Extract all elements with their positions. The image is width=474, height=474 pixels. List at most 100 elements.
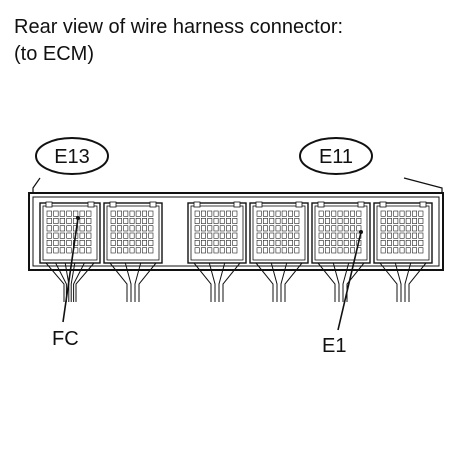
callout-leaders (62, 217, 362, 331)
pin-cavity (66, 218, 72, 224)
pin-cavity (142, 210, 147, 217)
pin-cavity (194, 232, 200, 239)
connector-block (39, 201, 101, 264)
pin-cavity (393, 240, 399, 246)
pin-cavity (399, 232, 405, 239)
pin-cavity (318, 210, 324, 217)
pin-cavity (201, 247, 206, 254)
pin-cavity (117, 210, 122, 217)
pin-cavity (318, 225, 324, 232)
pin-cavity (135, 232, 141, 239)
pin-cavity (324, 225, 330, 232)
pin-cavity (213, 210, 219, 217)
pin-cavity (418, 232, 424, 239)
pin-cavity (207, 247, 213, 254)
pin-cavity (46, 247, 52, 254)
pin-cavity (142, 225, 147, 232)
pin-cavity (337, 240, 343, 246)
pin-cavity (324, 218, 330, 224)
pin-cavity (294, 232, 300, 239)
pin-cavity (219, 225, 225, 232)
pin-cavity (226, 218, 231, 224)
wire (75, 262, 95, 302)
pin-cavity (262, 232, 268, 239)
pin-cavity (294, 225, 300, 232)
pin-cavity (356, 218, 362, 224)
pin-cavity (142, 240, 147, 246)
pin-cavity (393, 247, 399, 254)
callout-e1-label: E1 (322, 335, 346, 357)
pin-cavity (256, 240, 262, 246)
pin-cavity (337, 247, 343, 254)
pin-cavity (79, 225, 85, 232)
pin-cavity (256, 225, 262, 232)
pin-cavity (66, 210, 72, 217)
pin-cavity (53, 218, 59, 224)
pin-cavity (324, 247, 330, 254)
pin-cavity (110, 232, 116, 239)
wire (208, 262, 216, 302)
pin-cavity (53, 210, 59, 217)
wire (280, 262, 288, 302)
pin-cavity (66, 232, 72, 239)
pin-cavity (213, 218, 219, 224)
pin-cavity (53, 247, 59, 254)
wire (124, 262, 132, 302)
pin-cavity (275, 210, 281, 217)
pin-cavity (350, 225, 355, 232)
pin-cavity (281, 225, 287, 232)
pin-cavity (213, 247, 219, 254)
wire-bundles (45, 262, 427, 302)
pin-cavity (256, 247, 262, 254)
pin-cavity (86, 232, 92, 239)
pin-cavity (232, 247, 238, 254)
pin-cavity (324, 240, 330, 246)
pin-cavity (269, 210, 275, 217)
wire (332, 262, 340, 302)
pin-cavity (79, 218, 85, 224)
pin-cavity (288, 232, 293, 239)
pin-cavity (405, 210, 411, 217)
pin-cavity (288, 218, 293, 224)
pin-cavity (399, 240, 405, 246)
pin-cavity (324, 210, 330, 217)
pin-cavity (135, 225, 141, 232)
pin-cavity (110, 247, 116, 254)
pin-cavity (269, 232, 275, 239)
diagram-caption: Rear view of wire harness connector: (to… (14, 14, 343, 68)
pin-cavity (66, 247, 72, 254)
connector-block (373, 201, 433, 264)
pin-cavity (386, 218, 392, 224)
wire (73, 262, 85, 302)
pin-cavity (129, 225, 135, 232)
pin-cavity (117, 218, 122, 224)
wire (408, 262, 427, 302)
pin-cavity (331, 218, 337, 224)
pin-cavity (59, 210, 65, 217)
wire (138, 262, 157, 302)
pin-cavity (256, 232, 262, 239)
wire (109, 262, 128, 302)
pin-cavity (110, 210, 116, 217)
pin-cavity (393, 232, 399, 239)
wire-bundle (255, 262, 303, 302)
pin-cavity (418, 218, 424, 224)
pin-cavity (46, 210, 52, 217)
connector-block (249, 201, 309, 264)
pin-cavity (418, 247, 424, 254)
pin-cavity (275, 218, 281, 224)
pin-cavity (356, 225, 362, 232)
pin-cavity (318, 218, 324, 224)
pin-cavity (219, 210, 225, 217)
pin-cavity (194, 210, 200, 217)
pin-cavity (219, 240, 225, 246)
pin-cavity (288, 240, 293, 246)
pin-cavity (46, 232, 52, 239)
pin-cavity (331, 240, 337, 246)
pin-cavity (281, 218, 287, 224)
pin-cavity (117, 232, 122, 239)
pin-cavity (288, 210, 293, 217)
pin-cavity (79, 247, 85, 254)
pin-cavity (399, 247, 405, 254)
pin-cavity (148, 232, 154, 239)
